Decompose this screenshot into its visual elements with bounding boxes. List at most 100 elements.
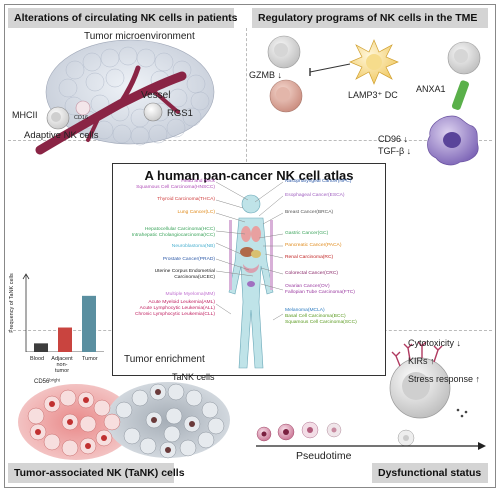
cancer-label: Melanoma(MCLA) xyxy=(285,308,325,314)
cancer-name: Prostate Cancer(PRAD) xyxy=(162,257,215,262)
bar-chart-axis-lines xyxy=(25,274,104,352)
cancer-label: Squamous Cell Carcinoma(SCC) xyxy=(285,320,357,326)
cancer-name: Chronic Lymphocytic Leukemia(CLL) xyxy=(134,312,215,317)
cancer-name: Acute Lymphocytic Leukemia(ALL) xyxy=(139,306,215,311)
cancer-name: Neuroblastoma(NB) xyxy=(171,244,215,249)
bar-0 xyxy=(34,343,48,352)
cancer-label: Fallopian Tube Carcinoma(FTC) xyxy=(285,290,355,296)
cancer-label: Acute Myeloid Leukemia(AML) xyxy=(148,300,215,306)
cancer-name: Gastric Cancer(GC) xyxy=(285,231,329,236)
cancer-name: Acute Myeloid Leukemia(AML) xyxy=(148,300,215,305)
cancer-label: Pancreatic Cancer(PACA) xyxy=(285,243,341,249)
pan-cancer-atlas-box: A human pan-cancer NK cell atlas xyxy=(112,163,386,376)
vessel-label: Vessel xyxy=(141,90,171,101)
cancer-label: Uterine Corpus Endometrial xyxy=(155,269,215,275)
cancer-name: Pancreatic Cancer(PACA) xyxy=(285,243,342,248)
cancer-label: Nasopharyngeal Cancer(NPC) xyxy=(285,179,351,185)
anxa1-receptor xyxy=(451,80,469,110)
atlas-labels: Head and Neck Squamous Cell Carcinoma(HN… xyxy=(113,164,387,377)
bar-chart-axes xyxy=(22,273,104,352)
cancer-label: Neuroblastoma(NB) xyxy=(172,244,215,250)
cancer-name: Fallopian Tube Carcinoma(FTC) xyxy=(285,290,355,295)
tme-title: Tumor microenvironment xyxy=(84,31,195,42)
cancer-label: Basal Cell Carcinoma(BCC) xyxy=(285,314,346,320)
figure-frame xyxy=(4,4,496,488)
gzmb-label: GZMB ↓ xyxy=(249,70,282,80)
cancer-name: Basal Cell Carcinoma(BCC) xyxy=(285,314,346,319)
bar-category-label: Blood xyxy=(30,356,45,362)
cancer-label: Acute Lymphocytic Leukemia(ALL) xyxy=(140,306,215,312)
cancer-name: Head and Neck xyxy=(181,179,215,184)
atlas-title: A human pan-cancer NK cell atlas xyxy=(144,168,354,183)
rgs1-cell xyxy=(143,102,163,122)
tumor-enrichment-illustration xyxy=(18,382,230,460)
cancer-label: Carcinoma(UCEC) xyxy=(174,275,215,281)
cd96-label: CD96 ↓ xyxy=(378,134,409,144)
lamp3-dc-cell xyxy=(349,39,399,85)
cd56-bright-label: CD56ᵇʳⁱᵍʰᵗ xyxy=(34,379,60,385)
cancer-name: Ovarian Cancer(OV) xyxy=(285,284,330,289)
cancer-name: Renal Carcinoma(RC) xyxy=(285,255,334,260)
cancer-name: Nasopharyngeal Cancer(NPC) xyxy=(285,179,352,184)
cancer-name: Esophageal Cancer(ESCA) xyxy=(285,193,345,198)
regulatory-illustration xyxy=(267,35,481,166)
cancer-name: Intrahepatic Cholangiocarcinoma(ICC) xyxy=(131,233,215,238)
cancer-name: Melanoma(MCLA) xyxy=(285,308,325,313)
lamp3-dc-label: LAMP3⁺ DC xyxy=(348,90,398,100)
cancer-label: Multiple Myeloma(MM) xyxy=(166,292,215,298)
section-header-tank: Tumor-associated NK (TaNK) cells xyxy=(8,463,185,483)
cancer-label: Intrahepatic Cholangiocarcinoma(ICC) xyxy=(132,233,215,239)
cd16-cell xyxy=(75,100,91,116)
cancer-name: Thyroid Carcinoma(THCA) xyxy=(157,197,215,202)
macrophage-cell xyxy=(427,115,479,166)
mhcii-label: MHCII xyxy=(12,110,38,120)
adaptive-nk-label: Adaptive NK cells xyxy=(24,130,99,141)
bar-2 xyxy=(82,295,96,352)
bar-chart-axis-arrow xyxy=(22,273,30,280)
bar-1 xyxy=(58,327,72,352)
cancer-label: Hepatocellular Carcinoma(HCC) xyxy=(145,227,215,233)
cancer-name: Carcinoma(UCEC) xyxy=(174,275,215,280)
cancer-label: Breast Cancer(BRCA) xyxy=(285,210,333,216)
cancer-label: Chronic Lymphocytic Leukemia(CLL) xyxy=(135,312,215,318)
dysfunction-illustration xyxy=(256,341,486,450)
tank-frequency-bar-chart xyxy=(22,273,104,352)
rgs1-label: RGS1 xyxy=(167,108,193,119)
bar-category-label: Adjacent non-tumor xyxy=(51,356,73,374)
bar-category-label: Tumor xyxy=(82,356,98,362)
bar-chart-ylabel: Frequency of TaNK cells xyxy=(8,273,15,333)
cd16-label: CD16 xyxy=(74,115,89,121)
anxa1-label: ANXA1 xyxy=(416,84,446,94)
cancer-name: Lung Cancer(LC) xyxy=(177,210,215,215)
cancer-label: Head and Neck xyxy=(181,179,215,185)
cancer-name: Squamous Cell Carcinoma(HNSCC) xyxy=(136,185,215,190)
atlas-leader-lines xyxy=(215,181,284,321)
tumor-microenvironment-illustration xyxy=(35,39,215,155)
cytotoxic-granules xyxy=(456,408,468,418)
cancer-name: Colorectal Cancer(CRC) xyxy=(285,271,338,276)
cancer-label: Lung Cancer(LC) xyxy=(177,210,215,216)
tgfb-label: TGF-β ↓ xyxy=(378,146,412,156)
cancer-label: Ovarian Cancer(OV) xyxy=(285,284,330,290)
human-body-icon xyxy=(228,194,274,369)
cancer-name: Uterine Corpus Endometrial xyxy=(154,269,215,274)
section-header-dysfunctional: Dysfunctional status xyxy=(372,463,488,483)
cancer-name: Hepatocellular Carcinoma(HCC) xyxy=(144,227,215,232)
cancer-label: Gastric Cancer(GC) xyxy=(285,231,328,237)
section-header-regulatory: Regulatory programs of NK cells in the T… xyxy=(252,8,488,28)
bar-chart-bars xyxy=(34,295,96,352)
cancer-name: Multiple Myeloma(MM) xyxy=(165,292,215,297)
cancer-label: Renal Carcinoma(RC) xyxy=(285,255,333,261)
cancer-label: Esophageal Cancer(ESCA) xyxy=(285,193,345,199)
dysfunctional-nk-cell xyxy=(389,341,451,419)
cancer-label: Colorectal Cancer(CRC) xyxy=(285,271,338,277)
inhibition-arrow xyxy=(309,63,351,73)
tank-cells-label: TaNK cells xyxy=(172,372,215,382)
tumor-enrichment-title: Tumor enrichment xyxy=(124,354,205,365)
cytotoxicity-label: Cytotoxicity ↓ xyxy=(408,338,462,348)
cancer-label: Prostate Cancer(PRAD) xyxy=(163,257,215,263)
pseudotime-label: Pseudotime xyxy=(296,450,352,462)
stress-response-label: Stress response ↑ xyxy=(408,374,481,384)
cancer-label: Thyroid Carcinoma(THCA) xyxy=(157,197,215,203)
